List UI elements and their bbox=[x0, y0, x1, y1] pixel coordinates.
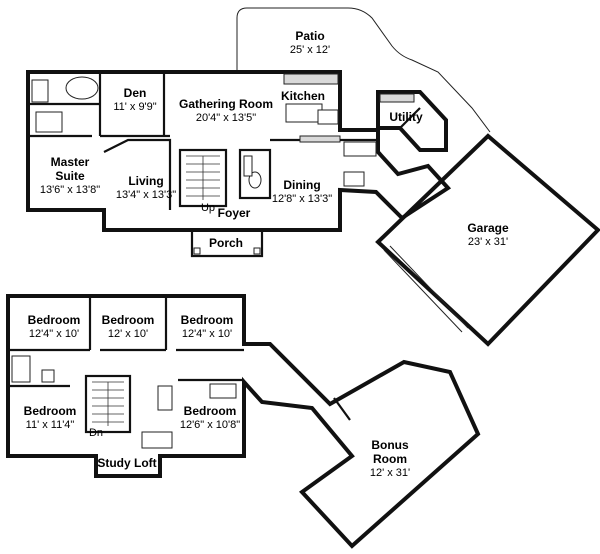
garage-label: Garage bbox=[467, 221, 509, 235]
foyer-label: Foyer bbox=[218, 206, 251, 220]
master-suite-size: 13'6" x 13'8" bbox=[40, 184, 100, 196]
bedroom-1-label: Bedroom bbox=[28, 313, 81, 327]
living-size: 13'4" x 13'3" bbox=[116, 189, 176, 201]
patio-label: Patio bbox=[295, 29, 324, 43]
bedroom-2-label: Bedroom bbox=[102, 313, 155, 327]
bedroom-5-size: 12'6" x 10'8" bbox=[180, 419, 240, 431]
den-size: 11' x 9'9" bbox=[113, 101, 156, 113]
dining-label: Dining bbox=[283, 178, 320, 192]
patio-size: 25' x 12' bbox=[290, 44, 330, 56]
bedroom-4-label: Bedroom bbox=[24, 404, 77, 418]
patio-outline bbox=[236, 7, 491, 133]
stair-down-label: Dn bbox=[89, 427, 103, 439]
bedroom-3-label: Bedroom bbox=[181, 313, 234, 327]
main-floor bbox=[26, 70, 452, 232]
porch bbox=[190, 230, 264, 258]
den-label: Den bbox=[124, 86, 147, 100]
kitchen-label: Kitchen bbox=[281, 89, 325, 103]
gathering-room-size: 20'4" x 13'5" bbox=[196, 112, 256, 124]
bedroom-5-label: Bedroom bbox=[184, 404, 237, 418]
porch-label: Porch bbox=[209, 236, 243, 250]
gathering-room-label: Gathering Room bbox=[179, 97, 273, 111]
bonus-room-label-2: Room bbox=[373, 452, 407, 466]
bedroom-1-size: 12'4" x 10' bbox=[29, 328, 79, 340]
study-loft-label: Study Loft bbox=[97, 456, 156, 470]
living-label: Living bbox=[128, 174, 163, 188]
dining-size: 12'8" x 13'3" bbox=[272, 193, 332, 205]
bedroom-4-size: 11' x 11'4" bbox=[26, 419, 75, 431]
stair-up-label: Up bbox=[201, 202, 215, 214]
garage bbox=[375, 133, 600, 347]
master-suite-label-1: Master bbox=[51, 155, 90, 169]
upper-floor bbox=[6, 294, 481, 549]
utility-label: Utility bbox=[389, 110, 423, 124]
bonus-room-label-1: Bonus bbox=[371, 438, 409, 452]
master-suite-label-2: Suite bbox=[55, 169, 85, 183]
bonus-room-size: 12' x 31' bbox=[370, 467, 410, 479]
bedroom-3-size: 12'4" x 10' bbox=[182, 328, 232, 340]
garage-size: 23' x 31' bbox=[468, 236, 508, 248]
bedroom-2-size: 12' x 10' bbox=[108, 328, 148, 340]
